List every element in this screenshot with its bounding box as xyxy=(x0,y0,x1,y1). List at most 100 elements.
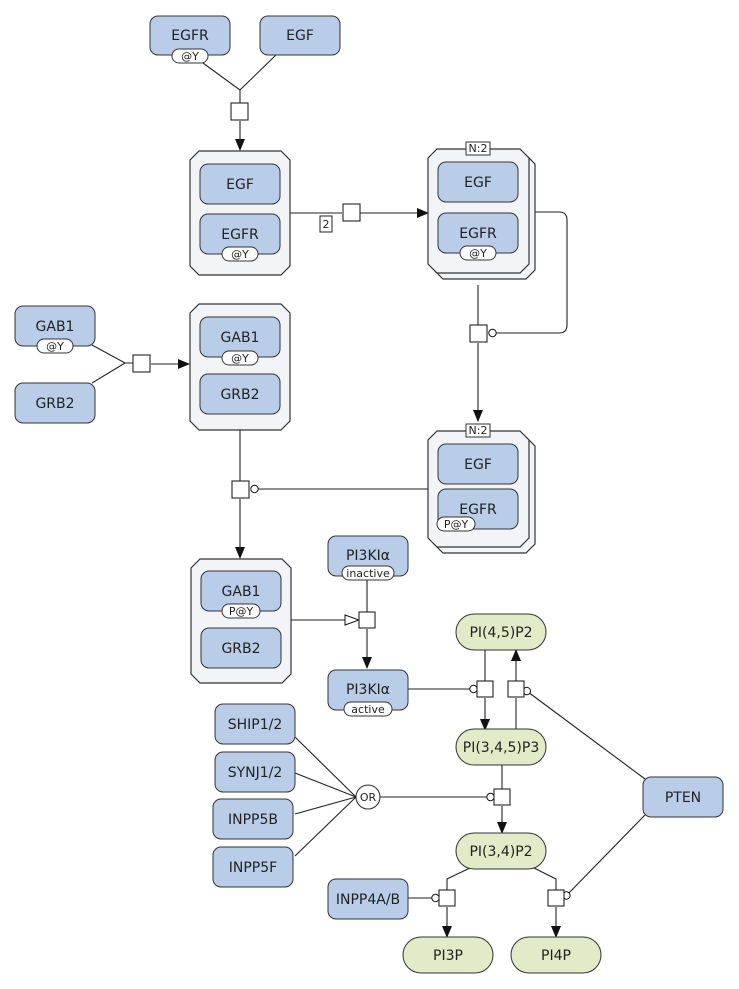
macromolecule-egfr-free[interactable]: EGFR @Y xyxy=(149,15,231,64)
pi3p-label: PI3P xyxy=(433,948,463,964)
inpp4-label: INPP4A/B xyxy=(336,892,400,908)
macromolecule-grb2[interactable] xyxy=(199,373,281,415)
macromolecule-egf[interactable] xyxy=(437,161,519,203)
edge-c2-catalysis xyxy=(488,211,568,338)
state-variable xyxy=(36,338,74,354)
edge-inpp5f-to-or xyxy=(294,796,357,857)
macromolecule-grb2[interactable] xyxy=(200,627,282,669)
pi3k-inactive-state: inactive xyxy=(346,567,390,580)
stoichiometry-text: 2 xyxy=(323,218,330,231)
c1-egf-label: EGF xyxy=(226,177,254,193)
macromolecule-inpp5b[interactable]: INPP5B xyxy=(212,798,294,840)
macromolecule-pi3k-inactive[interactable]: PI3KIα inactive xyxy=(327,535,409,581)
pip3-label: PI(3,4,5)P3 xyxy=(463,740,539,756)
c2-egf-label: EGF xyxy=(464,175,492,191)
pi3k-active-state: active xyxy=(351,703,385,716)
macromolecule-pten[interactable]: PTEN xyxy=(642,776,724,818)
process-node xyxy=(507,680,525,698)
pi34p2-label: PI(3,4)P2 xyxy=(469,844,532,860)
multimer-label xyxy=(465,141,491,156)
edges xyxy=(91,53,646,938)
logic-operator-or[interactable]: OR xyxy=(355,784,381,810)
edge-egfr-to-process xyxy=(202,62,241,103)
metabolite-pi34p2[interactable]: PI(3,4)P2 xyxy=(455,832,547,870)
complex-egf-egfr-1[interactable]: EGF EGFR @Y xyxy=(189,150,291,276)
metabolite-pi3p[interactable]: PI3P xyxy=(402,936,494,974)
c4-multimer-text: N:2 xyxy=(469,424,488,437)
macromolecule-inpp5f[interactable]: INPP5F xyxy=(212,846,294,888)
complex-gab1-grb2-2[interactable]: GAB1 P@Y GRB2 xyxy=(190,558,292,684)
metabolite-pip3[interactable]: PI(3,4,5)P3 xyxy=(455,728,547,766)
edge-inpp5b-to-or xyxy=(294,796,357,815)
egfr-top-label: EGFR xyxy=(171,28,209,44)
macromolecule-grb2-free[interactable]: GRB2 xyxy=(14,382,96,424)
gab1-left-state: @Y xyxy=(46,340,64,353)
process-node xyxy=(342,203,361,222)
macromolecule-pi3k-active[interactable]: PI3KIα active xyxy=(327,669,409,717)
edge-pten-catalysis-pip3 xyxy=(522,686,646,780)
macromolecule-inpp4[interactable]: INPP4A/B xyxy=(327,878,409,920)
stoichiometry-label: 2 xyxy=(319,215,333,233)
c1-egfr-label: EGFR xyxy=(221,227,259,243)
process-node xyxy=(438,889,456,907)
edge-grb2-to-process xyxy=(91,362,126,384)
c5-gab1-state: P@Y xyxy=(229,605,254,618)
multimer-label xyxy=(465,423,491,438)
synj-label: SYNJ1/2 xyxy=(228,765,283,781)
process-node xyxy=(476,680,494,698)
egfr-top-state: @Y xyxy=(181,50,199,63)
process-nodes xyxy=(132,102,565,907)
complex-multimer-egf-egfr-3[interactable]: N:2 EGF EGFR P@Y xyxy=(427,423,536,554)
macromolecule-synj[interactable]: SYNJ1/2 xyxy=(214,751,296,793)
macromolecule-ship[interactable]: SHIP1/2 xyxy=(214,703,296,745)
gab1-left-label: GAB1 xyxy=(36,319,75,335)
c2-egfr-state: @Y xyxy=(469,247,487,260)
complex-gab1-grb2-1[interactable]: GAB1 @Y GRB2 xyxy=(189,303,291,431)
inpp5b-label: INPP5B xyxy=(228,812,278,828)
egf-top-label: EGF xyxy=(286,28,314,44)
c3-grb2-label: GRB2 xyxy=(220,387,259,403)
pi3k-active-label: PI3KIα xyxy=(346,682,390,698)
process-node xyxy=(358,611,376,629)
process-node xyxy=(493,788,511,806)
process-node xyxy=(547,889,565,907)
pten-label: PTEN xyxy=(665,790,701,806)
macromolecule-egf[interactable] xyxy=(199,163,281,205)
edge-egf-to-process xyxy=(239,53,278,91)
edge-pi34p2-to-process-left xyxy=(446,866,473,890)
process-node xyxy=(469,324,488,343)
pi4p-label: PI4P xyxy=(541,948,571,964)
edge-ship-to-or xyxy=(294,736,357,798)
state-variable xyxy=(221,350,259,366)
state-variable xyxy=(343,701,393,717)
grb2-left-label: GRB2 xyxy=(35,396,74,412)
macromolecule-gab1-free[interactable]: GAB1 @Y xyxy=(14,305,96,354)
or-label: OR xyxy=(360,791,377,804)
macromolecule-egf[interactable] xyxy=(437,443,519,485)
c2-egfr-label: EGFR xyxy=(459,226,497,242)
c5-grb2-label: GRB2 xyxy=(221,641,260,657)
c3-gab1-state: @Y xyxy=(231,352,249,365)
inpp5f-label: INPP5F xyxy=(229,860,277,876)
c4-egfr-state: P@Y xyxy=(444,518,469,531)
c3-gab1-label: GAB1 xyxy=(221,330,260,346)
edge-synj-to-or xyxy=(294,772,357,798)
metabolite-pip2[interactable]: PI(4,5)P2 xyxy=(455,613,547,651)
process-node xyxy=(132,354,151,373)
macromolecule-egf-free[interactable]: EGF xyxy=(259,15,341,56)
state-variable xyxy=(436,516,476,532)
c4-egfr-label: EGFR xyxy=(459,502,497,518)
complex-multimer-egf-egfr-2[interactable]: N:2 EGF EGFR @Y xyxy=(427,141,536,280)
edge-pi34p2-to-process-right xyxy=(531,866,557,890)
state-variable xyxy=(221,603,261,619)
state-variable xyxy=(171,48,209,64)
state-variable xyxy=(459,245,497,261)
c1-egfr-state: @Y xyxy=(231,248,249,261)
pip2-label: PI(4,5)P2 xyxy=(469,625,532,641)
state-variable xyxy=(221,246,259,262)
metabolite-pi4p[interactable]: PI4P xyxy=(510,936,602,974)
pi3k-inactive-label: PI3KIα xyxy=(346,548,390,564)
process-node xyxy=(230,102,249,121)
